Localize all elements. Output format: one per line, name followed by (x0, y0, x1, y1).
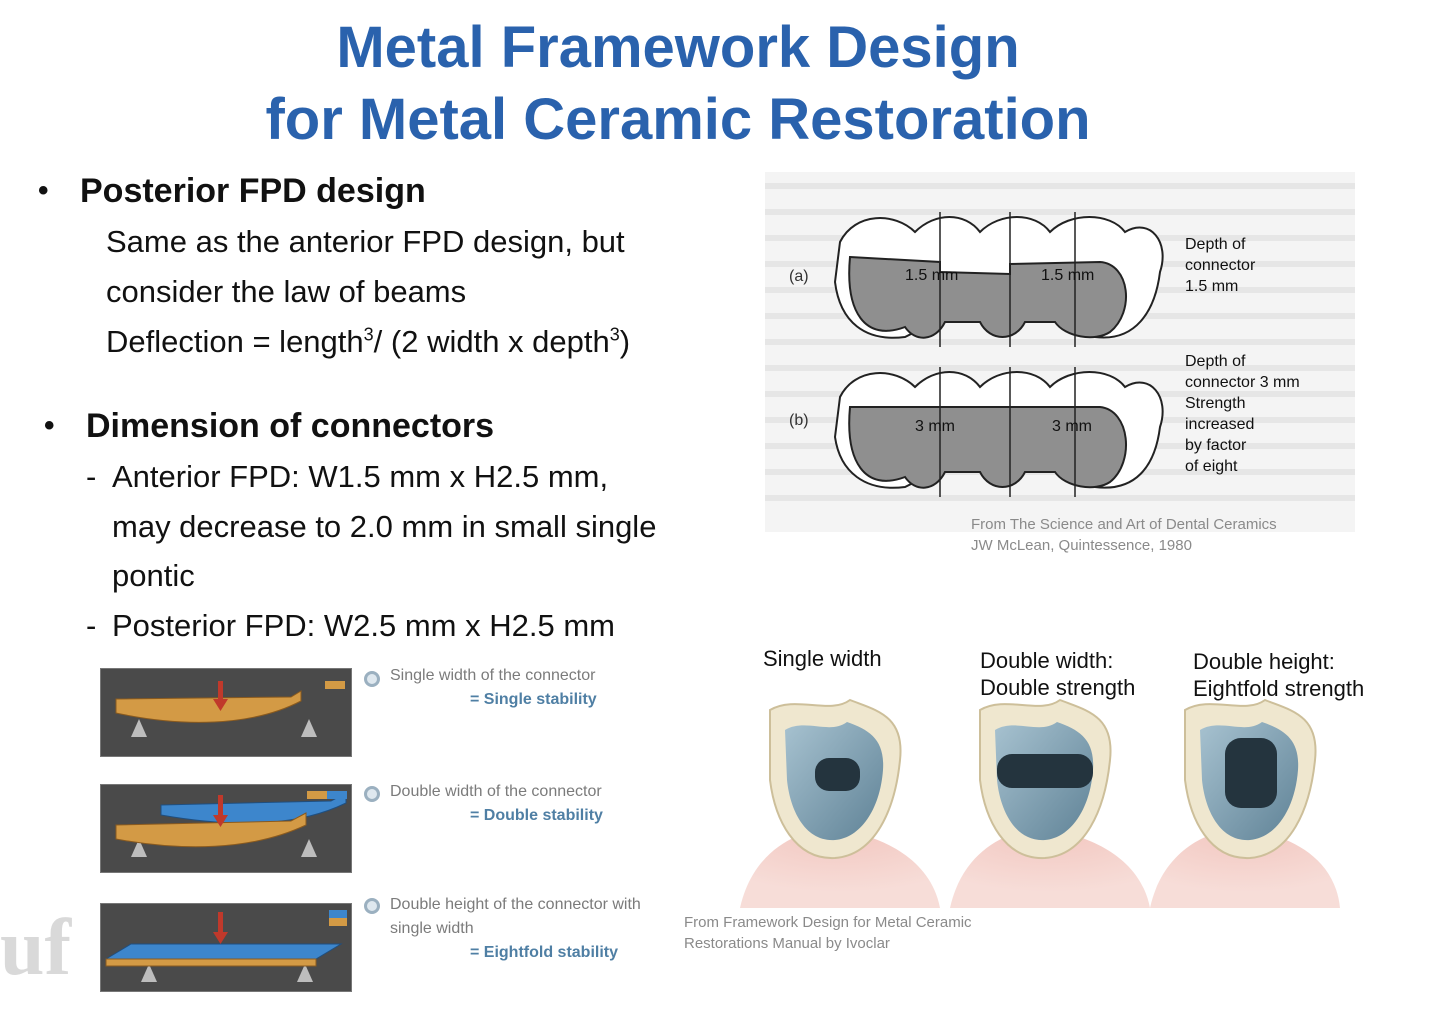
note-b-line: Depth of (1185, 353, 1246, 370)
dash-marker: - (86, 459, 97, 494)
teeth-caption-line: Restorations Manual by Ivoclar (684, 935, 890, 952)
anterior-line-1: Anterior FPD: W1.5 mm x H2.5 mm, (112, 459, 609, 494)
label-a: (a) (789, 268, 809, 285)
bridge-b (833, 367, 1164, 497)
gum-3 (1150, 829, 1340, 908)
teeth-heading-line: Single width (763, 646, 882, 671)
figure-ab-caption-2: JW McLean, Quintessence, 1980 (971, 537, 1192, 554)
teeth-heading-single: Single width (763, 645, 882, 672)
note-b-line: increased (1185, 416, 1255, 433)
teeth-heading-double-height: Double height: Eightfold strength (1193, 648, 1364, 702)
stability-line: single width (390, 920, 474, 937)
tooth-double-width (979, 698, 1112, 860)
stability-result: = Single stability (470, 691, 597, 708)
stability-result: = Double stability (470, 807, 603, 824)
double-width-beam (115, 791, 347, 857)
radio-icon (364, 898, 380, 914)
teeth-caption-line: From Framework Design for Metal Ceramic (684, 914, 972, 931)
formula-sup-1: 3 (363, 324, 374, 345)
bullet-dot: • (38, 174, 49, 207)
deflection-formula: Deflection = length3/ (2 width x depth3) (106, 324, 630, 360)
watermark-logo: uf (0, 904, 72, 992)
title-line-1: Metal Framework Design (336, 15, 1020, 80)
single-width-text: Single width of the connector = Single s… (390, 664, 597, 712)
note-b-line: connector 3 mm (1185, 374, 1300, 391)
teeth-heading-line: Double height: (1193, 649, 1335, 674)
dash-marker: - (86, 608, 97, 643)
radio-icon (364, 671, 380, 687)
formula-end: ) (619, 324, 631, 359)
a-connector-1: 1.5 mm (905, 267, 959, 284)
b-connector-1: 3 mm (915, 418, 955, 435)
posterior-line-1: Same as the anterior FPD design, but (106, 224, 625, 259)
tooth-double-height (1184, 698, 1317, 860)
teeth-heading-double-width: Double width: Double strength (980, 647, 1135, 701)
stability-result: = Eightfold stability (470, 944, 619, 961)
note-b-line: Strength (1185, 395, 1246, 412)
note-a-line: Depth of (1185, 236, 1246, 253)
note-a: Depth of connector 1.5 mm (1185, 234, 1255, 297)
teeth-heading-line: Double width: (980, 648, 1114, 673)
teeth-cross-sections (740, 698, 1340, 908)
formula-mid: / (2 width x depth (373, 324, 610, 359)
b-connector-2: 3 mm (1052, 418, 1092, 435)
teeth-heading-line: Eightfold strength (1193, 676, 1365, 701)
stability-line: Double height of the connector with (390, 896, 641, 913)
stability-line: Double width of the connector (390, 783, 602, 800)
posterior-connector-line: Posterior FPD: W2.5 mm x H2.5 mm (112, 608, 615, 643)
a-connector-2: 1.5 mm (1041, 267, 1095, 284)
connectors-heading: Dimension of connectors (86, 407, 495, 445)
gum-1 (740, 829, 940, 908)
single-width-beam (115, 681, 345, 737)
double-width-panel (100, 784, 352, 873)
formula-prefix: Deflection = length (106, 324, 364, 359)
note-a-line: connector (1185, 257, 1256, 274)
note-b: Depth of connector 3 mm Strength increas… (1185, 351, 1300, 477)
label-b: (b) (789, 412, 809, 429)
note-b-line: by factor (1185, 437, 1247, 454)
anterior-line-2: may decrease to 2.0 mm in small single (112, 509, 657, 544)
stability-line: Single width of the connector (390, 667, 596, 684)
formula-sup-2: 3 (609, 324, 620, 345)
bridge-connector-figure: (a) (b) 1.5 mm 1.5 mm 3 mm 3 mm Depth of… (765, 172, 1355, 533)
bullet-dot: • (44, 409, 55, 442)
bridge-diagram (765, 183, 1355, 501)
figure-ab-caption-1: From The Science and Art of Dental Ceram… (971, 516, 1277, 533)
gum-2 (950, 829, 1150, 908)
posterior-heading: Posterior FPD design (80, 172, 426, 210)
slide-title: Metal Framework Design for Metal Ceramic… (0, 12, 1356, 156)
tooth-single-width (769, 698, 902, 860)
radio-icon (364, 786, 380, 802)
double-height-beam (104, 910, 347, 982)
note-b-line: of eight (1185, 458, 1238, 475)
teeth-caption: From Framework Design for Metal Ceramic … (684, 912, 972, 954)
bridge-a (833, 212, 1164, 347)
double-height-text: Double height of the connector with sing… (390, 893, 641, 965)
posterior-line-2: consider the law of beams (106, 274, 467, 309)
anterior-line-3: pontic (112, 558, 195, 593)
note-a-line: 1.5 mm (1185, 278, 1239, 295)
teeth-heading-line: Double strength (980, 675, 1136, 700)
title-line-2: for Metal Ceramic Restoration (265, 87, 1091, 152)
double-width-text: Double width of the connector = Double s… (390, 780, 603, 828)
single-width-panel (100, 668, 352, 757)
double-height-panel (100, 903, 352, 992)
